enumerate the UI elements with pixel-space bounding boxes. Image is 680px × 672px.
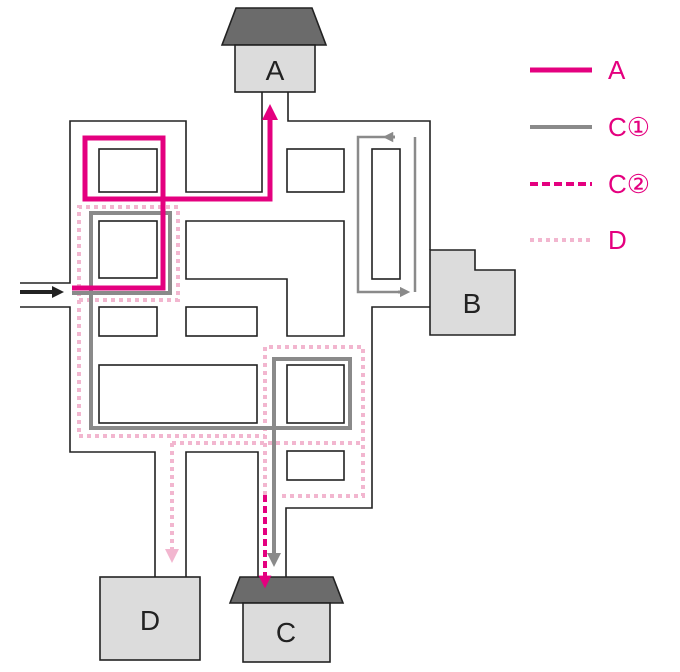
route-a: [72, 103, 279, 291]
building-b: B: [429, 249, 516, 336]
building-d: D: [99, 576, 201, 661]
building-d-label: D: [140, 605, 160, 636]
legend-item-a: A: [530, 55, 626, 85]
floor-walls: [20, 92, 431, 577]
legend-item-d: D: [530, 225, 627, 255]
building-c-label: C: [276, 617, 296, 648]
building-a-label: A: [266, 55, 285, 86]
roof-icon: [228, 576, 345, 604]
legend-item-c1: C①: [530, 112, 650, 142]
legend-label: D: [608, 225, 627, 255]
legend-label: C①: [608, 112, 650, 142]
building-b-label: B: [463, 288, 482, 319]
legend-label: C②: [608, 169, 650, 199]
route-c1: [72, 131, 417, 567]
legend-item-c2: C②: [530, 169, 650, 199]
building-c: C: [228, 576, 345, 663]
roof-icon: [220, 7, 328, 46]
legend-label: A: [608, 55, 626, 85]
route-d: [77, 205, 365, 563]
building-blocks: [98, 148, 401, 481]
building-a: A: [220, 7, 328, 93]
legend: A C① C② D: [530, 55, 650, 255]
